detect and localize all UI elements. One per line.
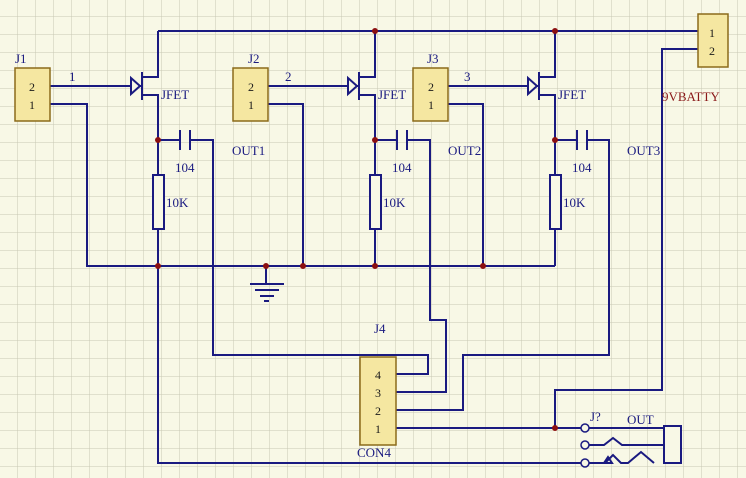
j4-ref: J4 xyxy=(374,321,386,336)
wire-j2-ground[interactable] xyxy=(268,103,304,266)
net-label-3: 3 xyxy=(464,69,471,84)
connector-j1[interactable]: 2 1 J1 xyxy=(14,51,51,122)
battery-pin-2: 2 xyxy=(709,44,715,58)
capacitor-3-label: 104 xyxy=(572,160,592,175)
connector-j4[interactable]: 4 3 2 1 J4 CON4 xyxy=(357,321,397,460)
j2-ref: J2 xyxy=(248,51,260,66)
j4-pin-3: 3 xyxy=(375,386,381,400)
connector-j3[interactable]: 2 1 J3 xyxy=(412,51,449,122)
junction-dot-icon xyxy=(552,425,558,431)
wire-out3[interactable] xyxy=(396,139,610,411)
stage-3: JFET 104 10K OUT3 xyxy=(527,68,660,230)
junction-dot-icon xyxy=(552,28,558,34)
junction-dot-icon xyxy=(155,137,161,143)
out1-label: OUT1 xyxy=(232,143,265,158)
j3-ref: J3 xyxy=(427,51,439,66)
connector-battery[interactable]: 1 2 9VBATTY xyxy=(662,13,729,104)
junctions xyxy=(155,28,558,431)
jfet-2-label: JFET xyxy=(378,87,406,102)
jack-label: OUT xyxy=(627,412,654,427)
jack-ref: J? xyxy=(590,409,601,424)
junction-dot-icon xyxy=(155,263,161,269)
wire-ground-return[interactable] xyxy=(157,266,585,464)
net-label-2: 2 xyxy=(285,69,292,84)
junction-dot-icon xyxy=(552,137,558,143)
wire-out2[interactable] xyxy=(396,139,447,393)
resistor-1-label: 10K xyxy=(166,195,189,210)
wires xyxy=(50,30,698,464)
capacitor-icon[interactable] xyxy=(179,130,191,150)
connector-j2[interactable]: 2 1 J2 xyxy=(232,51,269,122)
j2-pin-bottom: 1 xyxy=(248,98,254,112)
junction-dot-icon xyxy=(300,263,306,269)
wire-j3-ground[interactable] xyxy=(448,103,484,266)
battery-label: 9VBATTY xyxy=(662,89,720,104)
battery-pin-1: 1 xyxy=(709,26,715,40)
resistor-3-label: 10K xyxy=(563,195,586,210)
capacitor-2-label: 104 xyxy=(392,160,412,175)
wire-out1[interactable] xyxy=(190,139,429,375)
j3-pin-top: 2 xyxy=(428,80,434,94)
junction-dot-icon xyxy=(372,263,378,269)
j1-pin-top: 2 xyxy=(29,80,35,94)
jfet-3-label: JFET xyxy=(558,87,586,102)
capacitor-1-label: 104 xyxy=(175,160,195,175)
n-channel-jfet-icon[interactable] xyxy=(130,68,159,104)
resistor-icon[interactable] xyxy=(152,174,165,230)
junction-dot-icon xyxy=(372,28,378,34)
j4-pin-1: 1 xyxy=(375,422,381,436)
j4-label: CON4 xyxy=(357,445,391,460)
j4-pin-4: 4 xyxy=(375,368,381,382)
net-label-1: 1 xyxy=(69,69,76,84)
stage-1: JFET 104 10K OUT1 xyxy=(130,68,265,230)
junction-dot-icon xyxy=(480,263,486,269)
stage-2: JFET 104 10K OUT2 xyxy=(347,68,481,230)
audio-jack-icon[interactable]: J? OUT xyxy=(580,409,682,468)
wire-battery-negative[interactable] xyxy=(554,48,698,426)
wire-ground-bus[interactable] xyxy=(50,103,555,267)
j3-pin-bottom: 1 xyxy=(428,98,434,112)
jfet-1-label: JFET xyxy=(161,87,189,102)
resistor-icon[interactable] xyxy=(369,174,382,230)
resistor-2-label: 10K xyxy=(383,195,406,210)
j4-pin-2: 2 xyxy=(375,404,381,418)
j2-pin-top: 2 xyxy=(248,80,254,94)
capacitor-icon[interactable] xyxy=(576,130,588,150)
n-channel-jfet-icon[interactable] xyxy=(527,68,556,104)
out3-label: OUT3 xyxy=(627,143,660,158)
out2-label: OUT2 xyxy=(448,143,481,158)
junction-dot-icon xyxy=(372,137,378,143)
ground-symbol-icon[interactable] xyxy=(250,283,284,302)
j1-ref: J1 xyxy=(15,51,27,66)
n-channel-jfet-icon[interactable] xyxy=(347,68,376,104)
resistor-icon[interactable] xyxy=(549,174,562,230)
j1-pin-bottom: 1 xyxy=(29,98,35,112)
capacitor-icon[interactable] xyxy=(396,130,408,150)
junction-dot-icon xyxy=(263,263,269,269)
